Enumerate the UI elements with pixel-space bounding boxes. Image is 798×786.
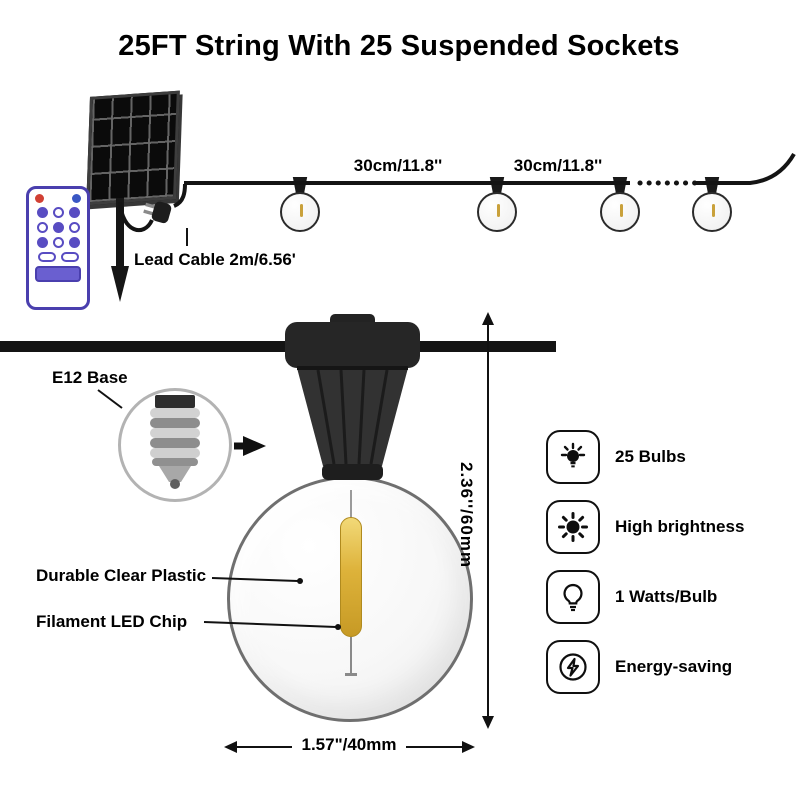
- e12-screw-base-icon: [150, 395, 200, 489]
- string-bulb: [692, 192, 732, 232]
- remote-button: [60, 252, 79, 262]
- remote-button: [68, 222, 80, 233]
- filament-led-rod: [340, 517, 362, 637]
- arrow-up-icon: [482, 312, 494, 325]
- filament-anchor: [345, 673, 357, 676]
- filament-stem-top: [350, 490, 352, 519]
- filament-chip-label: Filament LED Chip: [36, 612, 188, 631]
- arrow-left-icon: [224, 741, 237, 753]
- main-wire: [0, 341, 556, 352]
- e12-base-zoom: [118, 388, 232, 502]
- remote-label-panel: [35, 266, 81, 282]
- bulb-width-label: 1.57"/40mm: [292, 735, 406, 755]
- filament-stem-bottom: [350, 637, 352, 675]
- feature-label: High brightness: [615, 517, 745, 536]
- bulb-filament: [497, 204, 500, 217]
- string-bulb: [280, 192, 320, 232]
- feature-label: Energy-saving: [615, 657, 733, 676]
- remote-power-icon: [35, 194, 44, 203]
- feature-label: 25 Bulbs: [615, 447, 686, 466]
- remote-button: [36, 222, 48, 233]
- feature-high-brightness: High brightness: [546, 500, 744, 554]
- remote-button: [52, 222, 64, 233]
- arrow-right-icon: [462, 741, 475, 753]
- bulb-filament: [712, 204, 715, 217]
- remote-signal-icon: [72, 194, 81, 203]
- remote-button: [52, 237, 64, 248]
- feature-label: 1 Watts/Bulb: [615, 587, 718, 606]
- bulb-width-label-wrap: 1.57"/40mm: [232, 735, 466, 755]
- remote-button: [36, 237, 48, 248]
- e12-base-label: E12 Base: [52, 368, 128, 387]
- page-title: 25FT String With 25 Suspended Sockets: [118, 30, 680, 62]
- remote-button: [68, 207, 80, 218]
- lead-cable-label: Lead Cable 2m/6.56': [134, 250, 296, 269]
- remote-indicator-row: [35, 194, 81, 203]
- remote-button: [68, 237, 80, 248]
- remote-button: [37, 252, 56, 262]
- feature-list: 25 Bulbs High: [546, 430, 744, 694]
- ground-spike: [111, 266, 129, 302]
- string-bulb: [600, 192, 640, 232]
- feature-25-bulbs: 25 Bulbs: [546, 430, 744, 484]
- bulb-rays-icon: [546, 430, 600, 484]
- energy-icon: [546, 640, 600, 694]
- solar-panel: [86, 90, 180, 206]
- brightness-icon: [546, 500, 600, 554]
- bulb-filament: [300, 204, 303, 217]
- remote-button: [52, 207, 64, 218]
- spacing-label-2: 30cm/11.8'': [513, 156, 603, 175]
- solar-panel-pole: [116, 198, 124, 268]
- clear-plastic-label: Durable Clear Plastic: [36, 566, 207, 585]
- remote-button: [36, 207, 48, 218]
- plug-icon: [143, 201, 172, 224]
- feature-watts: 1 Watts/Bulb: [546, 570, 744, 624]
- arrow-down-icon: [482, 716, 494, 729]
- string-bulb: [477, 192, 517, 232]
- bulb-height-label: 2.36''/60mm: [457, 462, 476, 569]
- bulb-filament: [620, 204, 623, 217]
- bulb-outline-icon: [546, 570, 600, 624]
- feature-energy-saving: Energy-saving: [546, 640, 744, 694]
- remote-control: [26, 186, 90, 310]
- height-dimension-line: [487, 324, 489, 716]
- spacing-label-1: 30cm/11.8'': [353, 156, 443, 175]
